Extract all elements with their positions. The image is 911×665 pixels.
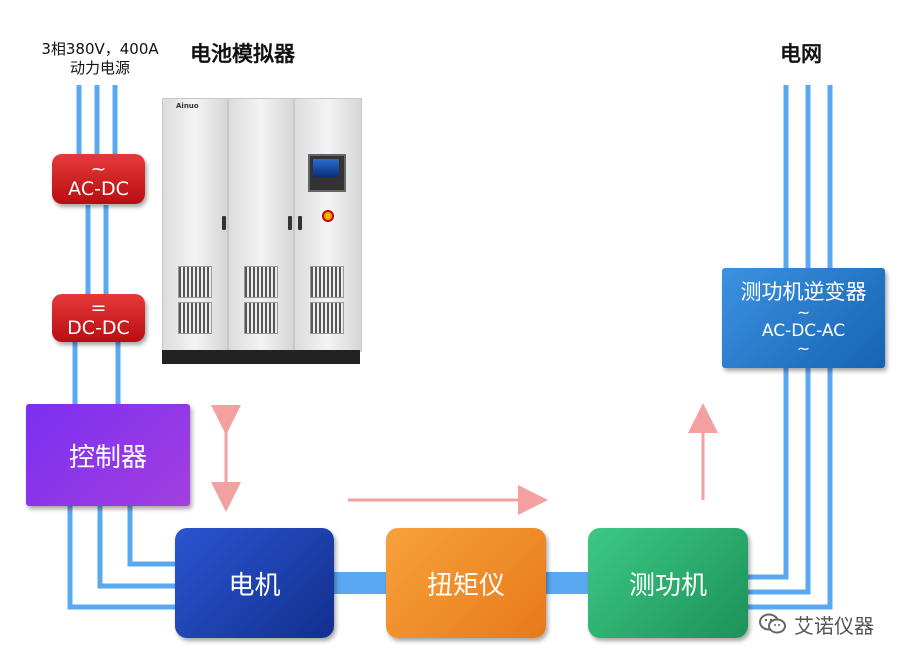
torque-meter-label: 扭矩仪 <box>426 570 505 601</box>
motor-box: 电机 <box>175 528 334 638</box>
ac-dc-symbol: ~ <box>90 158 107 180</box>
watermark: 艾诺仪器 <box>754 610 878 638</box>
controller-box: 控制器 <box>26 404 190 506</box>
torque-meter-box: 扭矩仪 <box>386 528 546 638</box>
dc-dc-label: DC-DC <box>67 317 130 339</box>
vent-4 <box>244 302 278 334</box>
vent-2 <box>178 302 212 334</box>
watermark-text: 艾诺仪器 <box>794 613 874 638</box>
control-panel-screen <box>308 154 346 192</box>
shaft-torque-dyn <box>545 572 589 594</box>
energy-arrows <box>211 403 718 515</box>
controller-label: 控制器 <box>68 442 147 473</box>
brand-logo: Ainuo <box>176 102 199 110</box>
ctrl-motor-wire-1 <box>67 505 176 610</box>
ctrl-motor-wire-3 <box>127 505 176 567</box>
ac-dc-converter: ~ AC-DC <box>52 154 145 204</box>
inverter-symbol-top: ~ <box>796 303 811 322</box>
inv-dyn-wire-2 <box>748 368 811 595</box>
vent-1 <box>178 266 212 298</box>
dc-dc-symbol: = <box>90 297 107 319</box>
cabinet-base <box>162 350 360 364</box>
wires <box>67 85 833 610</box>
ctrl-motor-wire-2 <box>97 505 176 589</box>
inv-dyn-wire-3 <box>748 368 833 610</box>
power-source-line1: 3相380V，400A <box>41 40 159 58</box>
battery-simulator-image: Ainuo <box>162 98 362 364</box>
vent-3 <box>244 266 278 298</box>
power-source-line2: 动力电源 <box>69 59 130 77</box>
inverter-label: AC-DC-AC <box>761 321 846 341</box>
dynamometer-box: 测功机 <box>588 528 748 638</box>
dynamometer-label: 测功机 <box>628 570 707 601</box>
vent-6 <box>310 302 344 334</box>
door-handle-middle <box>288 216 292 230</box>
shaft-motor-torque <box>333 572 387 594</box>
door-handle-left <box>222 216 226 230</box>
inverter-symbol-bottom: ~ <box>796 339 811 358</box>
door-handle-right <box>298 216 302 230</box>
inverter-box: 测功机逆变器 ~ AC-DC-AC ~ <box>722 268 885 368</box>
grid-label: 电网 <box>780 42 822 66</box>
inverter-title: 测功机逆变器 <box>740 280 867 304</box>
emergency-stop-icon <box>322 210 334 222</box>
wechat-icon <box>759 613 786 634</box>
ac-dc-label: AC-DC <box>68 178 129 200</box>
vent-5 <box>310 266 344 298</box>
inv-dyn-wire-1 <box>748 368 789 580</box>
motor-label: 电机 <box>228 570 281 601</box>
dc-dc-converter: = DC-DC <box>52 294 145 342</box>
power-source-label: 3相380V，400A 动力电源 <box>30 40 170 78</box>
battery-simulator-label: 电池模拟器 <box>190 42 295 66</box>
